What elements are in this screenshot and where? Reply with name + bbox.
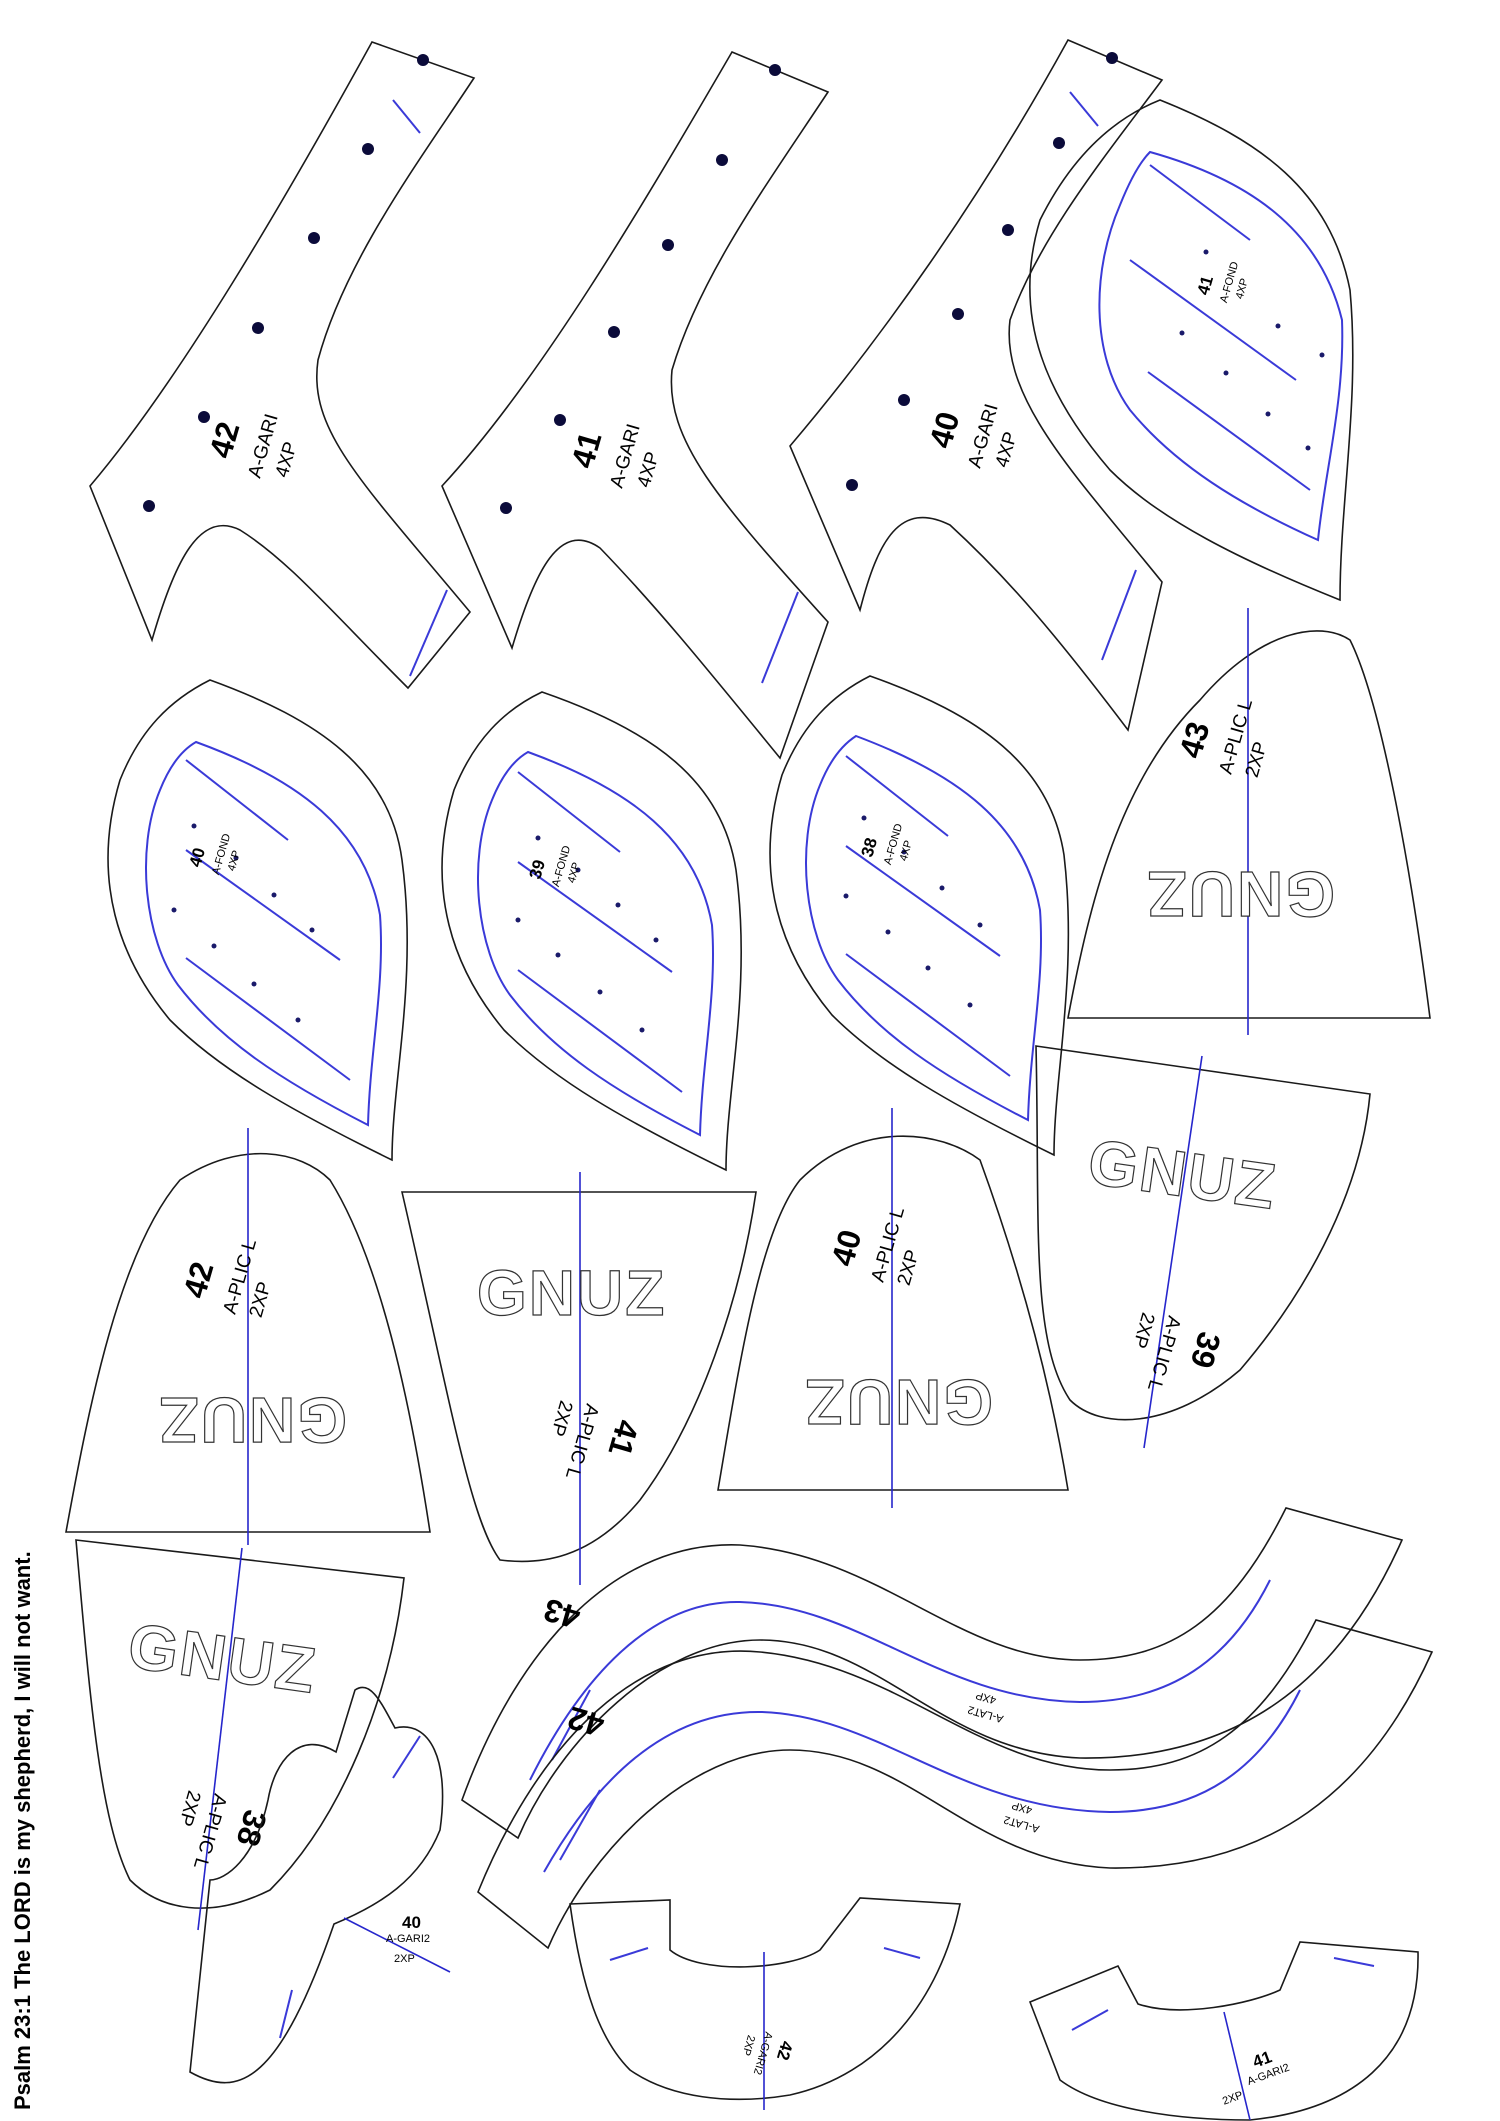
eyelet-holes (846, 52, 1118, 491)
piece-a-gari-41: 41 A-GARI 4XP (441, 50, 830, 760)
eyelet-holes (500, 64, 781, 514)
piece-number: 42 (176, 1258, 220, 1302)
piece-a-fond-38: 38 A-FOND 4XP (769, 675, 1070, 1157)
piece-a-plic-40: 40 A-PLIC L 2XP GNUZ (717, 1108, 1069, 1508)
brand-logo: GNUZ (158, 1384, 347, 1456)
piece-qty: 4XP (974, 1689, 997, 1706)
piece-qty: 4XP (1010, 1799, 1033, 1816)
piece-number: 41 (1194, 274, 1217, 297)
piece-number: 40 (824, 1226, 868, 1270)
piece-qty: 2XP (1242, 740, 1272, 780)
piece-qty: 2XP (394, 1953, 415, 1965)
brand-logo: GNUZ (1084, 1125, 1281, 1223)
piece-qty: 2XP (1221, 2089, 1245, 2107)
piece-a-gari2-42: 42 A-GARI2 2XP (569, 1897, 961, 2110)
piece-a-lat2-42: 42 A-LAT2 4XP (477, 1619, 1434, 1950)
piece-number: 40 (922, 408, 966, 452)
holes (843, 815, 983, 1008)
piece-a-plic-42: 42 A-PLIC L 2XP GNUZ (65, 1128, 431, 1545)
piece-a-plic-39: GNUZ 39 A-PLIC L 2XP (1035, 1045, 1371, 1449)
eyelet-holes (143, 54, 429, 512)
brand-logo: GNUZ (124, 1609, 321, 1707)
piece-a-plic-43: 43 A-PLIC L 2XP GNUZ (1067, 608, 1431, 1035)
piece-qty: 2XP (1128, 1310, 1158, 1350)
holes (515, 835, 659, 1033)
piece-qty: 2XP (740, 2034, 757, 2057)
piece-qty: 4XP (566, 861, 583, 884)
piece-number: 39 (1183, 1328, 1227, 1372)
piece-number: 41 (564, 428, 608, 472)
holes (1179, 249, 1325, 451)
piece-qty: 4XP (272, 440, 302, 480)
piece-qty: 2XP (174, 1788, 204, 1828)
piece-code: A-GARI2 (386, 1933, 430, 1945)
piece-number: 42 (773, 2039, 796, 2062)
piece-number: 41 (601, 1416, 645, 1460)
piece-number: 39 (526, 858, 549, 881)
verse-caption: Psalm 23:1 The LORD is my shepherd, I wi… (10, 1551, 35, 2110)
piece-a-plic-38: GNUZ 38 A-PLIC L 2XP (75, 1539, 405, 1931)
piece-a-gari2-40: 40 A-GARI2 2XP (189, 1686, 451, 2084)
holes (171, 823, 315, 1023)
piece-a-fond-40: 40 A-FOND 4XP (107, 679, 408, 1162)
piece-a-gari-40: 40 A-GARI 4XP (789, 38, 1164, 732)
piece-a-gari2-41: 41 A-GARI2 2XP (1028, 1941, 1419, 2121)
piece-qty: 2XP (894, 1248, 924, 1288)
piece-a-fond-41: 41 A-FOND 4XP (1028, 99, 1354, 602)
piece-a-gari-42: 42 A-GARI 4XP (89, 41, 476, 690)
piece-a-fond-39: 39 A-FOND 4XP (441, 691, 742, 1172)
piece-number: 43 (540, 1591, 584, 1635)
piece-a-plic-41: GNUZ 41 A-PLIC L 2XP (400, 1172, 757, 1585)
piece-qty: 2XP (546, 1398, 576, 1438)
piece-qty: 4XP (898, 839, 915, 862)
piece-qty: 4XP (634, 450, 664, 490)
piece-number: 40 (186, 846, 209, 869)
piece-code: A-LAT2 (966, 1703, 1004, 1725)
piece-qty: 4XP (1234, 277, 1251, 300)
piece-code: A-LAT2 (1002, 1813, 1040, 1835)
brand-logo: GNUZ (1146, 858, 1335, 930)
piece-number: 38 (858, 836, 881, 859)
piece-number: 40 (402, 1913, 421, 1932)
piece-qty: 4XP (992, 430, 1022, 470)
piece-qty: 2XP (246, 1280, 276, 1320)
piece-qty: 4XP (226, 849, 243, 872)
brand-logo: GNUZ (477, 1257, 666, 1329)
piece-number: 38 (229, 1806, 273, 1850)
brand-logo: GNUZ (804, 1366, 993, 1438)
piece-number: 42 (202, 418, 246, 462)
